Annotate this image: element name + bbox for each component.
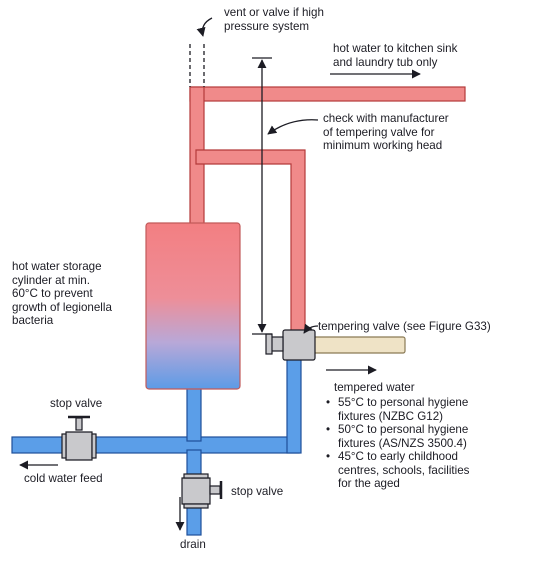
- vent-label-line-1: vent or valve if high: [224, 6, 324, 19]
- manufacturer-check-label: check with manufacturer of tempering val…: [323, 112, 449, 153]
- note-3-line-3: for the aged: [338, 477, 400, 490]
- note-3-line-1: 45°C to early childhood: [338, 450, 459, 463]
- tempering-valve-label: tempering valve (see Figure G33): [318, 320, 491, 334]
- stop-valve-lower-text: stop valve: [231, 485, 284, 498]
- note-1-line-1: 55°C to personal hygiene: [338, 396, 469, 409]
- vent-label-line-2: pressure system: [224, 19, 310, 33]
- storage-cylinder: [145, 222, 241, 390]
- manufacturer-check-line-2: of tempering valve for: [323, 125, 435, 139]
- working-head-dimension: [252, 57, 272, 335]
- vent-pipe-dashed: [189, 44, 205, 87]
- hot-water-outlet-line-1: hot water to kitchen sink: [333, 42, 458, 55]
- stop-valve-upper-text: stop valve: [50, 397, 103, 410]
- annotation-arrows: [19, 17, 421, 531]
- note-3-line-2: centres, schools, facilities: [338, 463, 470, 477]
- tempered-water-notes: 55°C to personal hygiene fixtures (NZBC …: [326, 396, 469, 491]
- note-nzbc-g12: 55°C to personal hygiene fixtures (NZBC …: [326, 396, 469, 423]
- drain-text: drain: [180, 538, 206, 551]
- tempering-valve-label-text: tempering valve (see Figure G33): [318, 320, 491, 333]
- tempered-water-label-text: tempered water: [334, 381, 415, 394]
- hot-supply-pipe: [189, 86, 466, 102]
- cold-feed-label: cold water feed: [24, 472, 103, 486]
- vent-leader-arrow: [196, 17, 213, 37]
- cylinder-drop-pipe: [186, 385, 202, 442]
- cylinder-label-line-3: 60°C to prevent: [12, 287, 93, 300]
- stop-valve-upper-label: stop valve: [50, 397, 102, 411]
- cylinder-label-line-1: hot water storage: [12, 260, 102, 273]
- tempered-water-label: tempered water: [334, 381, 415, 395]
- cylinder-label-line-2: cylinder at min.: [12, 273, 90, 287]
- manufacturer-check-line-1: check with manufacturer: [323, 112, 449, 125]
- drain-label: drain: [180, 538, 206, 552]
- tempering-valve-leader-arrow: [303, 323, 319, 334]
- manufacturer-leader-arrow: [267, 119, 319, 135]
- cylinder-label-line-5: bacteria: [12, 314, 54, 327]
- note-2-line-1: 50°C to personal hygiene: [338, 423, 469, 436]
- cold-feed-pipe: [11, 436, 300, 454]
- stop-valve-upper: [61, 415, 97, 461]
- note-as-nzs-3500: 50°C to personal hygiene fixtures (AS/NZ…: [326, 423, 469, 450]
- hot-water-outlet-line-2: and laundry tub only: [333, 55, 438, 69]
- note-early-childhood: 45°C to early childhood centres, schools…: [326, 450, 469, 491]
- note-2-line-2: fixtures (AS/NZS 3500.4): [338, 436, 467, 450]
- cylinder-label: hot water storage cylinder at min. 60°C …: [12, 260, 112, 328]
- manufacturer-check-line-3: minimum working head: [323, 139, 443, 152]
- hot-water-outlet-label: hot water to kitchen sink and laundry tu…: [333, 42, 457, 69]
- stop-valve-lower-label: stop valve: [231, 485, 283, 499]
- tempered-water-pipe: [311, 336, 406, 354]
- tempering-valve: [265, 329, 316, 361]
- cylinder-label-line-4: growth of legionella: [12, 300, 112, 314]
- cold-feed-text: cold water feed: [24, 472, 103, 485]
- stop-valve-lower: [181, 473, 223, 509]
- note-1-line-2: fixtures (NZBC G12): [338, 409, 444, 423]
- vent-label: vent or valve if high pressure system: [224, 6, 324, 33]
- cold-riser-to-tempering-valve: [286, 357, 302, 454]
